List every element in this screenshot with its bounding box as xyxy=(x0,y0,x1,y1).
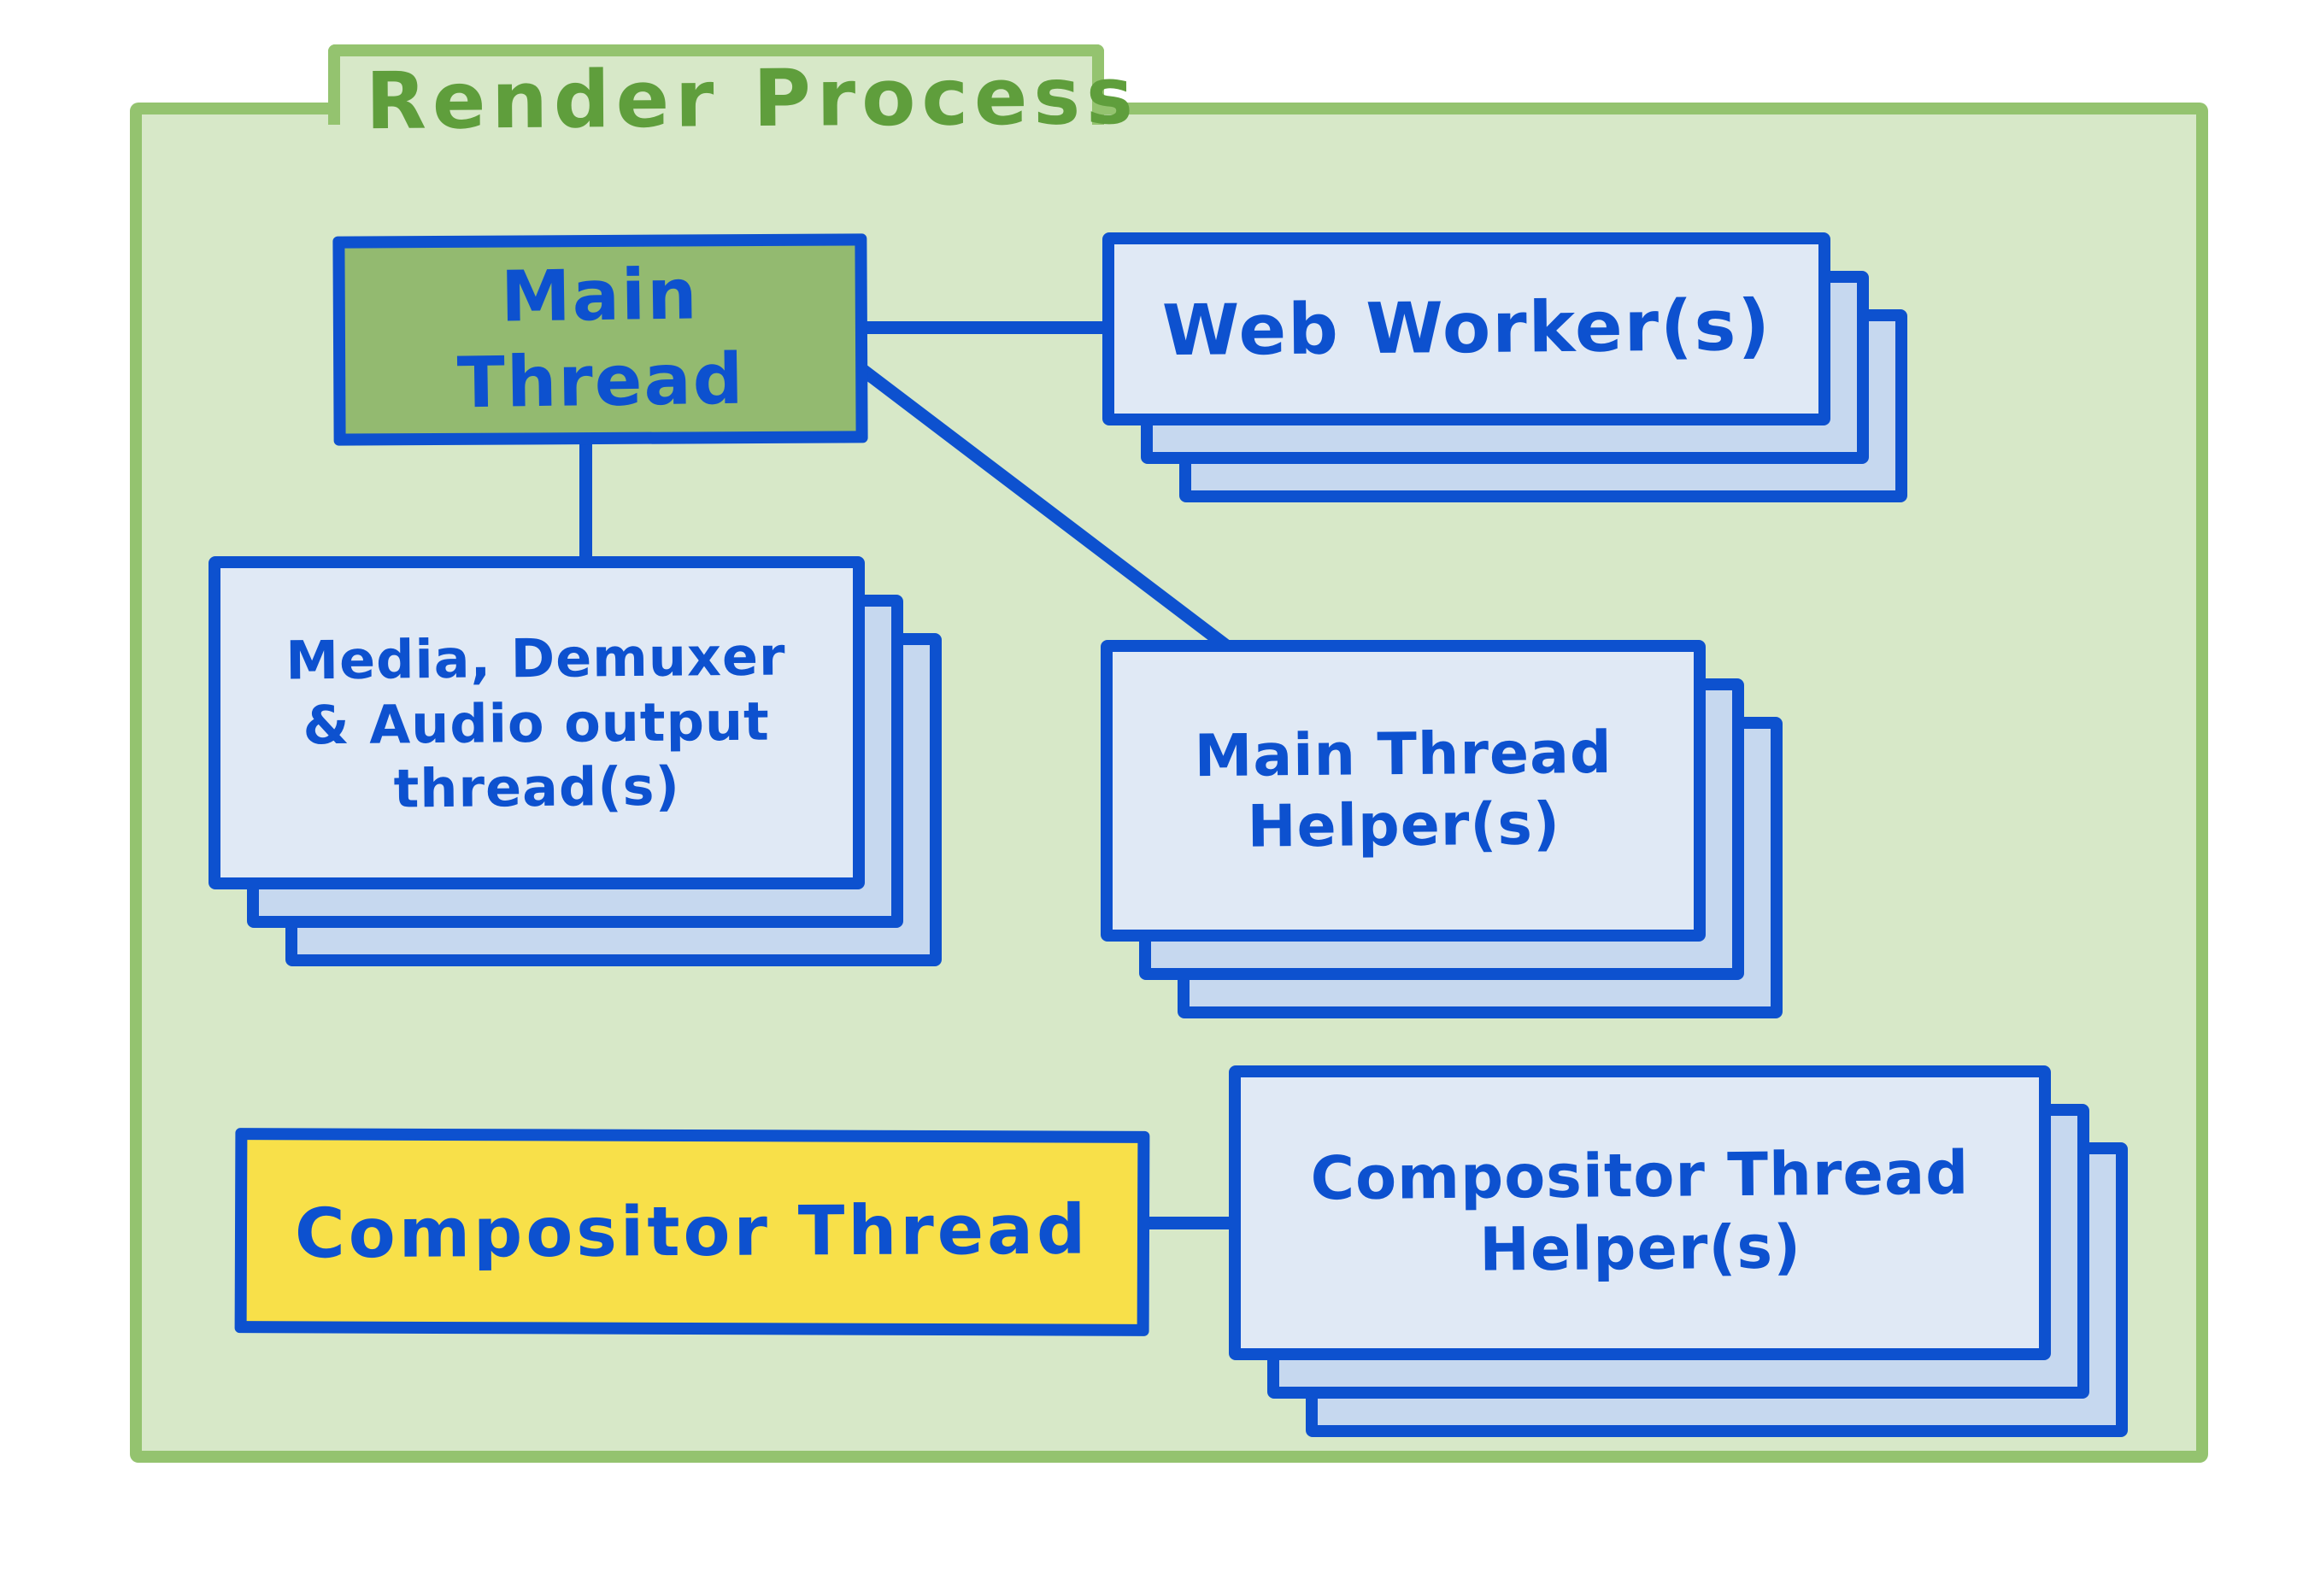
card-front: Media, Demuxer & Audio output thread(s) xyxy=(209,556,865,889)
media-threads-label: Media, Demuxer & Audio output thread(s) xyxy=(285,625,787,820)
main-thread-helpers-label: Main Thread Helper(s) xyxy=(1193,719,1613,861)
web-workers-label: Web Worker(s) xyxy=(1161,285,1771,373)
card-front: Main Thread Helper(s) xyxy=(1101,640,1706,942)
folder-tab xyxy=(328,44,1104,125)
connector-compositor-to-compositor-helpers xyxy=(1141,1217,1237,1229)
node-compositor-thread: Compositor Thread xyxy=(234,1128,1150,1336)
connector-main-thread-to-media-threads xyxy=(579,431,592,565)
main-thread-label: Main Thread xyxy=(456,254,746,425)
compositor-thread-label: Compositor Thread xyxy=(295,1189,1090,1274)
diagram-title: Render Process xyxy=(365,50,1140,148)
compositor-thread-helpers-label: Compositor Thread Helper(s) xyxy=(1309,1137,1970,1286)
node-main-thread: Main Thread xyxy=(332,233,868,446)
card-front: Compositor Thread Helper(s) xyxy=(1229,1065,2051,1360)
card-front: Web Worker(s) xyxy=(1102,232,1830,425)
connector-main-thread-to-web-workers xyxy=(856,321,1109,334)
